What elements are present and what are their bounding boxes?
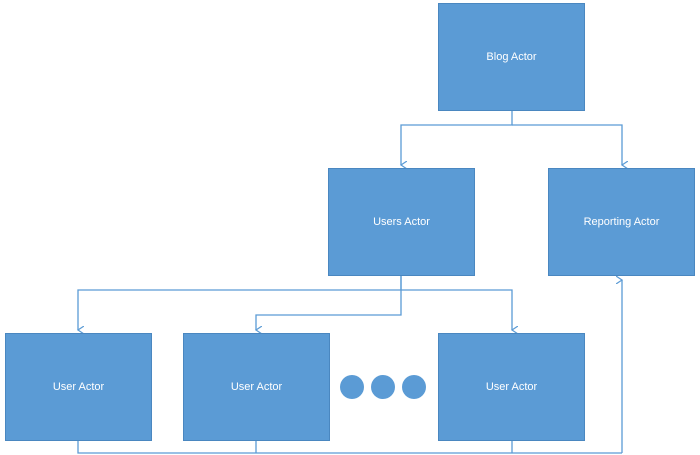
user-actor-label-1: User Actor bbox=[52, 381, 105, 393]
edge-blog-to-users bbox=[401, 111, 513, 165]
edge-users-to-user3 bbox=[401, 289, 512, 330]
user-actor-label-2: User Actor bbox=[230, 381, 283, 393]
user-actor-label-3: User Actor bbox=[485, 381, 538, 393]
blog-actor-node: Blog Actor bbox=[438, 3, 585, 111]
edge-users-to-user2 bbox=[256, 276, 402, 330]
user-actor-node-2: User Actor bbox=[183, 333, 330, 441]
user-actor-node-1: User Actor bbox=[5, 333, 152, 441]
ellipsis-dot-1 bbox=[340, 375, 364, 399]
reporting-actor-label: Reporting Actor bbox=[583, 216, 660, 228]
users-actor-node: Users Actor bbox=[328, 168, 475, 276]
edge-users-to-user1 bbox=[78, 276, 402, 330]
blog-actor-label: Blog Actor bbox=[486, 51, 537, 63]
edge-user1-to-bus bbox=[77, 440, 622, 454]
users-actor-label: Users Actor bbox=[373, 216, 430, 228]
ellipsis-dot-2 bbox=[371, 375, 395, 399]
ellipsis-dot-3 bbox=[402, 375, 426, 399]
reporting-actor-node: Reporting Actor bbox=[548, 168, 695, 276]
user-actor-node-3: User Actor bbox=[438, 333, 585, 441]
edge-blog-to-reporting bbox=[512, 124, 622, 165]
